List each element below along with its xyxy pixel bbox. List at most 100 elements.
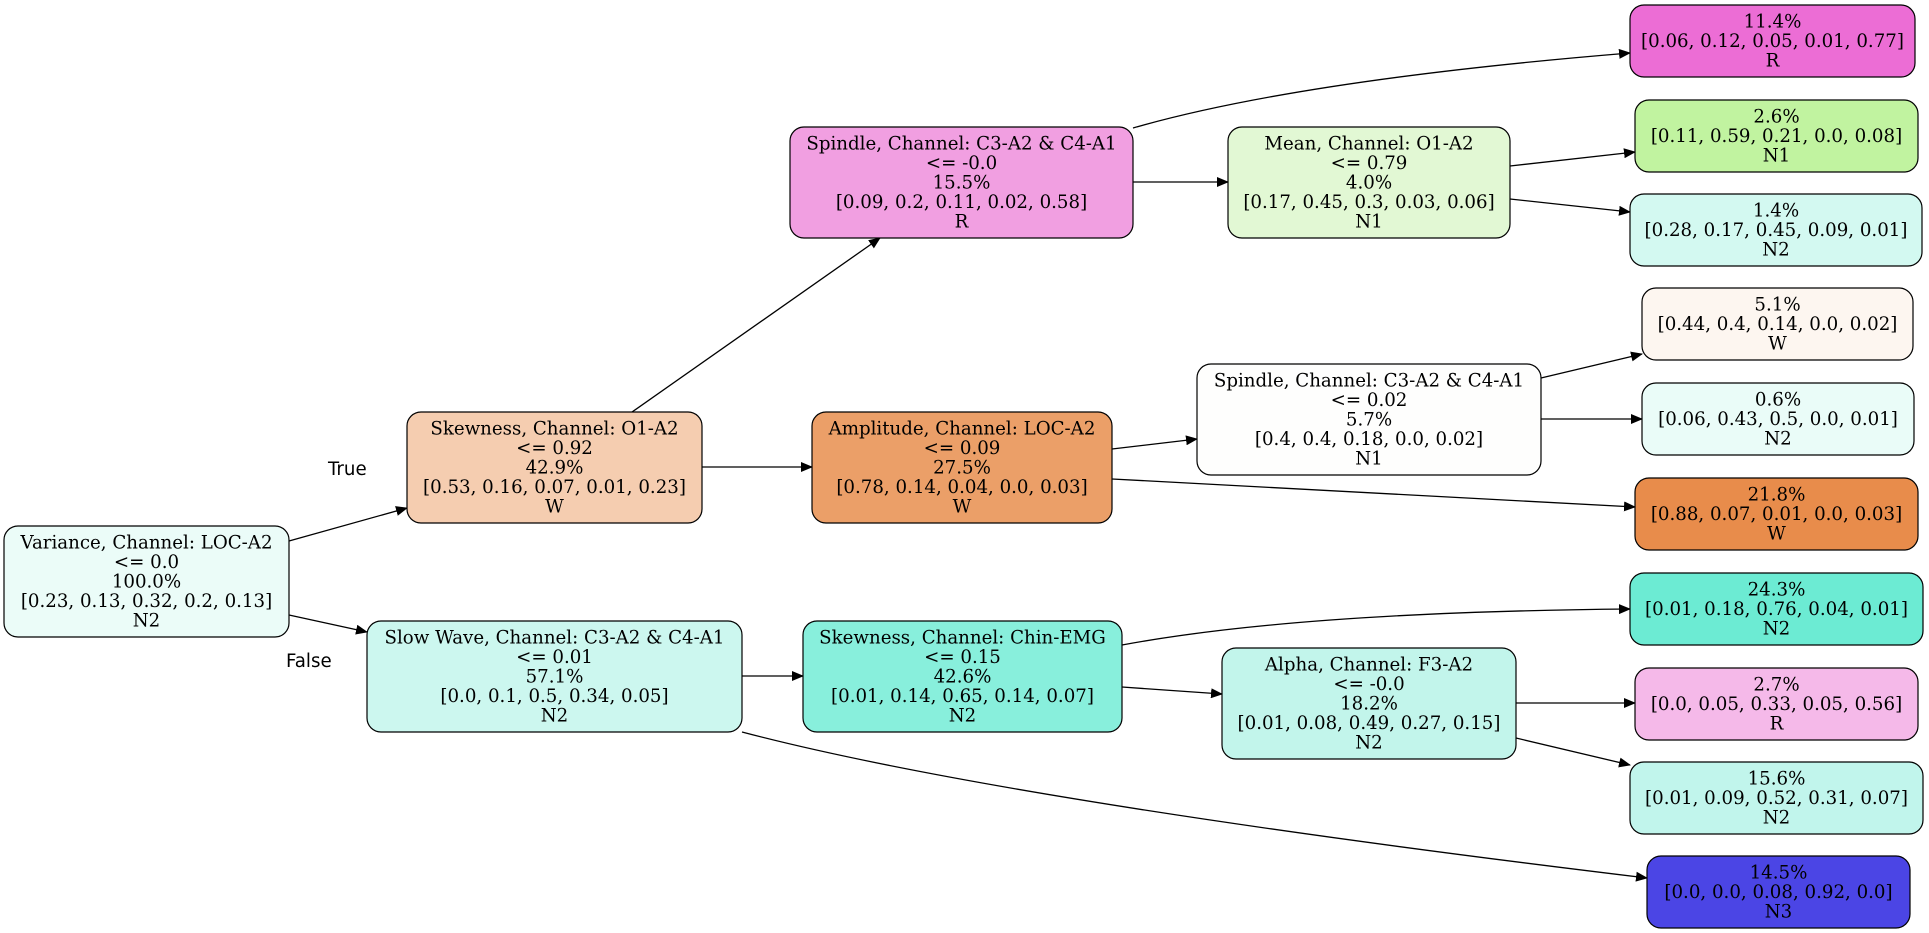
tree-node-line: 100.0% [112, 572, 181, 593]
tree-node-line: [0.11, 0.59, 0.21, 0.0, 0.08] [1651, 126, 1902, 147]
tree-node-line: Alpha, Channel: F3-A2 [1264, 655, 1473, 676]
tree-edge-n2-n6 [741, 731, 1648, 882]
edge-label-true: True [327, 459, 367, 480]
tree-node-n16: 0.6%[0.06, 0.43, 0.5, 0.0, 0.01]N2 [1641, 382, 1915, 456]
tree-edge-n8-n14 [1509, 198, 1631, 216]
tree-node-line: 57.1% [526, 667, 584, 688]
tree-node-n13: 2.6%[0.11, 0.59, 0.21, 0.0, 0.08]N1 [1634, 99, 1919, 173]
tree-node-n10: 21.8%[0.88, 0.07, 0.01, 0.0, 0.03]W [1634, 477, 1919, 551]
tree-node-line: Spindle, Channel: C3-A2 & C4-A1 [806, 134, 1116, 155]
tree-node-line: N2 [1355, 733, 1383, 754]
tree-node-line: <= 0.01 [516, 647, 593, 668]
tree-node-line: 14.5% [1750, 863, 1808, 884]
tree-node-line: [0.78, 0.14, 0.04, 0.0, 0.03] [836, 477, 1087, 498]
tree-node-box [1221, 647, 1517, 760]
tree-node-line: [0.0, 0.1, 0.5, 0.34, 0.05] [440, 686, 668, 707]
tree-node-n1: Skewness, Channel: O1-A2<= 0.9242.9%[0.5… [406, 411, 703, 524]
tree-edge-n0-n2 [288, 614, 368, 635]
tree-node-n2: Slow Wave, Channel: C3-A2 & C4-A1<= 0.01… [366, 620, 743, 733]
tree-node-line: <= 0.02 [1331, 390, 1408, 411]
tree-node-line: 2.6% [1753, 107, 1799, 128]
tree-node-line: R [1766, 51, 1781, 72]
tree-node-line: Spindle, Channel: C3-A2 & C4-A1 [1214, 371, 1524, 392]
tree-node-line: [0.0, 0.0, 0.08, 0.92, 0.0] [1664, 882, 1892, 903]
edge-label-false: False [286, 651, 332, 672]
tree-node-line: [0.01, 0.08, 0.49, 0.27, 0.15] [1238, 713, 1501, 734]
tree-node-line: [0.01, 0.14, 0.65, 0.14, 0.07] [831, 686, 1094, 707]
tree-node-line: <= -0.0 [926, 153, 997, 174]
tree-node-box [366, 620, 743, 733]
tree-node-line: 21.8% [1748, 485, 1806, 506]
tree-node-line: [0.4, 0.4, 0.18, 0.0, 0.02] [1255, 429, 1483, 450]
tree-node-line: N3 [1765, 902, 1793, 923]
tree-node-box [1641, 287, 1914, 361]
tree-node-line: 4.0% [1346, 173, 1392, 194]
tree-node-line: <= 0.15 [924, 647, 1001, 668]
tree-node-n18: 15.6%[0.01, 0.09, 0.52, 0.31, 0.07]N2 [1629, 761, 1924, 835]
tree-node-line: N1 [1355, 449, 1383, 470]
tree-node-line: <= 0.0 [114, 552, 179, 573]
tree-edge-n12-n18 [1515, 737, 1631, 768]
tree-edge-n5-n11 [1121, 604, 1631, 646]
tree-node-line: [0.0, 0.05, 0.33, 0.05, 0.56] [1651, 694, 1902, 715]
tree-node-box [1629, 193, 1923, 267]
tree-node-line: Skewness, Channel: O1-A2 [430, 419, 678, 440]
tree-node-line: 42.6% [934, 667, 992, 688]
tree-node-n17: 2.7%[0.0, 0.05, 0.33, 0.05, 0.56]R [1634, 667, 1919, 741]
tree-node-line: [0.53, 0.16, 0.07, 0.01, 0.23] [423, 477, 686, 498]
tree-edge-n4-n10 [1111, 478, 1636, 512]
tree-node-n12: Alpha, Channel: F3-A2<= -0.018.2%[0.01, … [1221, 647, 1517, 760]
tree-node-line: N1 [1763, 146, 1791, 167]
tree-node-line: 15.5% [933, 173, 991, 194]
tree-node-box [3, 525, 290, 638]
tree-node-n9: Spindle, Channel: C3-A2 & C4-A1<= 0.025.… [1196, 363, 1542, 476]
tree-node-line: [0.01, 0.18, 0.76, 0.04, 0.01] [1645, 599, 1908, 620]
tree-node-line: W [1767, 524, 1786, 545]
tree-node-n15: 5.1%[0.44, 0.4, 0.14, 0.0, 0.02]W [1641, 287, 1914, 361]
tree-node-line: 42.9% [526, 458, 584, 479]
tree-node-n11: 24.3%[0.01, 0.18, 0.76, 0.04, 0.01]N2 [1629, 572, 1924, 646]
tree-node-line: Amplitude, Channel: LOC-A2 [828, 419, 1096, 440]
tree-node-n3: Spindle, Channel: C3-A2 & C4-A1<= -0.015… [789, 126, 1134, 239]
tree-node-box [811, 411, 1113, 524]
tree-node-box [1634, 477, 1919, 551]
tree-node-line: 15.6% [1748, 769, 1806, 790]
tree-node-line: 1.4% [1753, 201, 1799, 222]
tree-node-line: Slow Wave, Channel: C3-A2 & C4-A1 [385, 628, 725, 649]
tree-node-box [1634, 99, 1919, 173]
tree-node-line: [0.06, 0.43, 0.5, 0.0, 0.01] [1658, 409, 1898, 430]
tree-node-line: N2 [1762, 240, 1790, 261]
tree-node-line: N2 [1763, 619, 1791, 640]
tree-node-line: <= -0.0 [1333, 674, 1404, 695]
tree-edge-n1-n3 [631, 237, 881, 413]
tree-edge-n3-n7 [1132, 48, 1631, 129]
tree-node-line: N2 [949, 706, 977, 727]
tree-node-line: 0.6% [1755, 390, 1801, 411]
tree-node-box [1634, 667, 1919, 741]
tree-node-box [1641, 382, 1915, 456]
tree-node-box [802, 620, 1123, 733]
tree-node-line: W [953, 497, 972, 518]
tree-node-line: Skewness, Channel: Chin-EMG [819, 628, 1106, 649]
tree-node-line: N2 [1763, 808, 1791, 829]
tree-node-box [1629, 4, 1916, 78]
tree-node-n6: 14.5%[0.0, 0.0, 0.08, 0.92, 0.0]N3 [1646, 855, 1911, 929]
nodes-layer: Variance, Channel: LOC-A2<= 0.0100.0%[0.… [3, 4, 1924, 929]
tree-node-box [406, 411, 703, 524]
tree-node-line: R [1770, 714, 1785, 735]
tree-node-line: 2.7% [1753, 675, 1799, 696]
tree-node-box [1629, 761, 1924, 835]
tree-node-box [789, 126, 1134, 239]
tree-node-line: N2 [541, 706, 569, 727]
tree-node-line: 11.4% [1744, 12, 1802, 33]
tree-node-n4: Amplitude, Channel: LOC-A2<= 0.0927.5%[0… [811, 411, 1113, 524]
tree-node-line: R [955, 212, 970, 233]
tree-node-line: [0.01, 0.09, 0.52, 0.31, 0.07] [1645, 788, 1908, 809]
tree-node-box [1646, 855, 1911, 929]
tree-node-line: [0.44, 0.4, 0.14, 0.0, 0.02] [1658, 314, 1898, 335]
tree-node-box [1227, 126, 1511, 239]
tree-node-line: [0.28, 0.17, 0.45, 0.09, 0.01] [1645, 220, 1908, 241]
tree-node-line: [0.88, 0.07, 0.01, 0.0, 0.03] [1651, 504, 1902, 525]
tree-node-line: [0.06, 0.12, 0.05, 0.01, 0.77] [1641, 31, 1904, 52]
